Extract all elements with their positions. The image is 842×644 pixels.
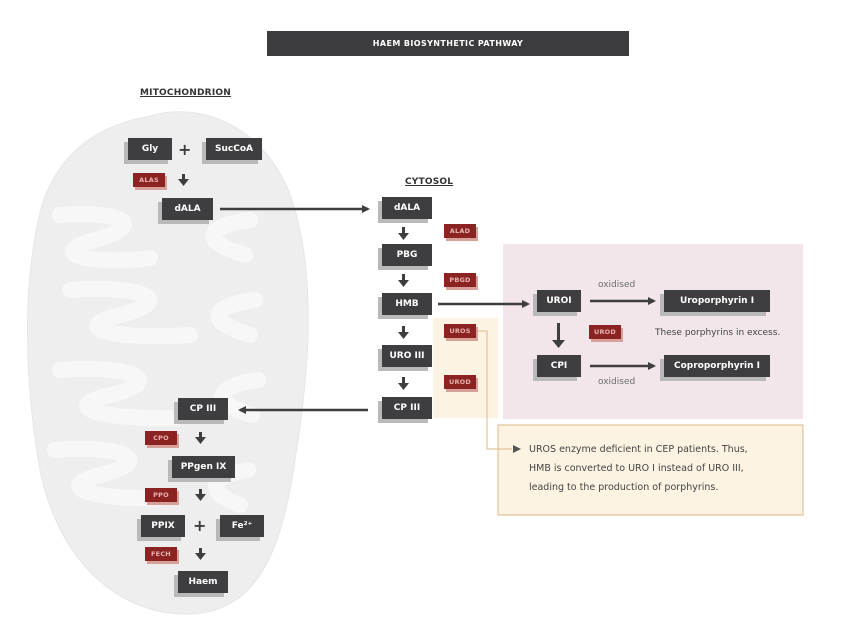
arrow-uroi-cpi (552, 323, 565, 348)
enzyme-cpo: CPO (145, 431, 177, 445)
arrow-hmb-uro3 (398, 326, 409, 339)
plus-icon: + (178, 140, 192, 159)
plus-icon: + (193, 516, 207, 535)
node-cpi: CPI (537, 355, 581, 377)
cytosol-heading: CYTOSOL (405, 177, 454, 187)
node-fe: Fe²⁺ (220, 515, 264, 537)
excess-label: These porphyrins in excess. (655, 328, 781, 338)
node-ppgen9: PPgen IX (172, 456, 235, 478)
node-cp3-cyto: CP III (382, 397, 432, 419)
enzyme-alas: ALAS (133, 173, 165, 187)
node-haem: Haem (178, 571, 228, 593)
oxidised-label-bottom: oxidised (598, 377, 636, 387)
enzyme-urod-side: UROD (589, 325, 621, 339)
diagram-title: HAEM BIOSYNTHETIC PATHWAY (267, 31, 629, 56)
vertical-arrows (178, 174, 565, 560)
note-panel (497, 424, 804, 516)
uros-callout-line (478, 330, 512, 450)
node-ppix: PPIX (141, 515, 185, 537)
note-line-1: UROS enzyme deficient in CEP patients. T… (529, 444, 748, 455)
node-uro3: URO III (382, 345, 432, 367)
enzyme-fech: FECH (145, 547, 177, 561)
node-pbg: PBG (382, 244, 432, 266)
node-cp3-mito: CP III (178, 398, 228, 420)
enzyme-ppo: PPO (145, 488, 177, 502)
node-hmb: HMB (382, 293, 432, 315)
node-dala-mito: dALA (162, 198, 213, 220)
arrow-ppix-haem (195, 548, 206, 560)
node-dala-cyto: dALA (382, 197, 432, 219)
arrow-cp3-ppgen (195, 432, 206, 444)
note-line-2: HMB is converted to URO I instead of URO… (529, 463, 744, 474)
enzyme-uros: UROS (444, 324, 476, 338)
arrow-dala-pbg (398, 227, 409, 240)
mitochondrion-heading: MITOCHONDRION (140, 88, 231, 98)
note-text: UROS enzyme deficient in CEP patients. T… (529, 440, 748, 497)
enzyme-pbgd: PBGD (444, 273, 476, 287)
node-uroi: UROI (537, 290, 581, 312)
node-coproporphyrin: Coproporphyrin I (664, 355, 770, 377)
arrow-uro3-cp3 (398, 377, 409, 390)
arrow-bullet-icon (513, 445, 521, 453)
node-uroporphyrin: Uroporphyrin I (664, 290, 770, 312)
arrow-ppgen-ppix (195, 489, 206, 501)
cristae (47, 206, 266, 513)
node-gly: Gly (128, 138, 172, 160)
enzyme-alad: ALAD (444, 224, 476, 238)
arrow-gly-dala (178, 174, 189, 186)
note-line-3: leading to the production of porphyrins. (529, 482, 719, 493)
enzyme-urod-cyto: UROD (444, 375, 476, 389)
side-pathway-panel (503, 244, 803, 419)
oxidised-label-top: oxidised (598, 280, 636, 290)
node-succoa: SucCoA (206, 138, 262, 160)
arrow-pbg-hmb (398, 274, 409, 287)
